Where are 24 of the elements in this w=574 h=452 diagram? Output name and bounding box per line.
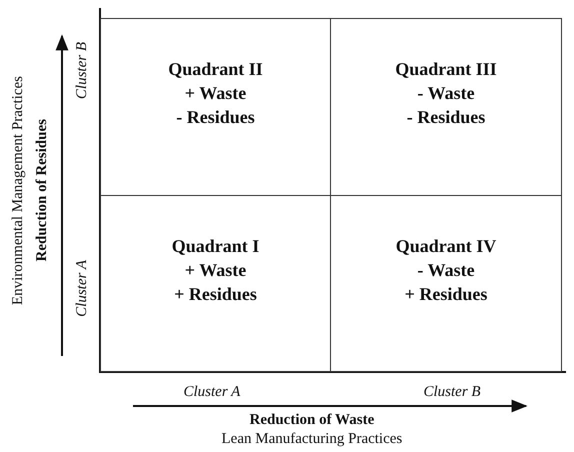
quadrant-text: - Waste [417, 82, 475, 105]
quadrant-cell [100, 195, 331, 372]
cluster-label: Cluster A [184, 383, 240, 401]
quadrant-text: + Residues [404, 283, 488, 306]
axis-label: Reduction of Residues [33, 118, 51, 262]
quadrant-text: + Residues [174, 283, 257, 306]
quadrant-title: Quadrant II [168, 58, 263, 81]
quadrant-cell [330, 195, 562, 372]
quadrant-title: Quadrant IV [396, 235, 496, 258]
axis-label: Reduction of Waste [250, 411, 374, 429]
cluster-label: Cluster B [424, 383, 481, 401]
cluster-label: Cluster B [73, 42, 91, 99]
axis-title: Environmental Management Practices [9, 76, 27, 305]
quadrant-text: - Residues [176, 106, 255, 129]
quadrant-cell [330, 18, 562, 196]
quadrant-text: + Waste [184, 259, 246, 282]
axis-title: Lean Manufacturing Practices [222, 430, 402, 448]
quadrant-cell [100, 18, 331, 196]
quadrant-text: - Residues [406, 106, 486, 129]
quadrant-title: Quadrant III [395, 58, 497, 81]
cluster-label: Cluster A [73, 260, 91, 316]
quadrant-text: - Waste [417, 259, 475, 282]
quadrant-text: + Waste [184, 82, 246, 105]
quadrant-title: Quadrant I [172, 235, 260, 258]
